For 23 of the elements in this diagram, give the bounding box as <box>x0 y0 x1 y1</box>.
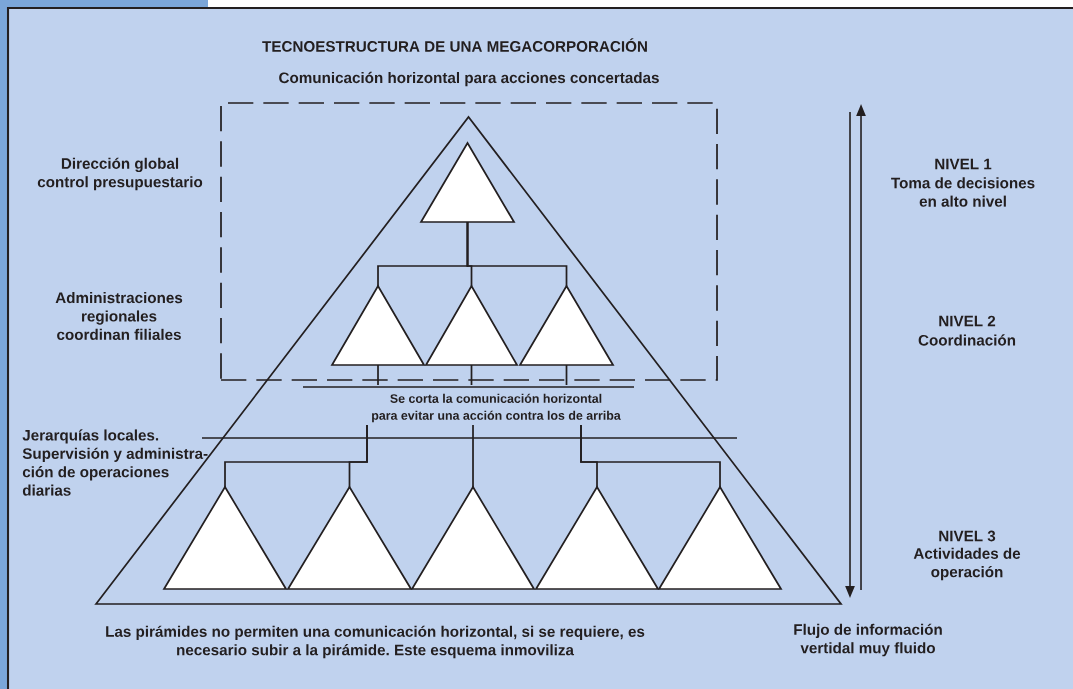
caption-text: Las pirámides no permiten una comunicación horizontal, si se requiere, es necesario subir a la pirámide. Este esquema inmoviliza <box>106 625 645 659</box>
note-text: Se corta la comunicación horizontal para evitar una acción contra los de arriba <box>372 393 621 423</box>
connector <box>470 364 473 386</box>
level-description: Actividades de operación <box>913 547 1021 581</box>
node-label: Comunicación horizontal para acciones concertadas <box>279 71 659 87</box>
flow-note: Flujo de información vertidal muy fluido <box>794 623 942 657</box>
level-heading: NIVEL 3 <box>939 530 996 542</box>
connector <box>377 364 379 386</box>
level-description: Toma de decisiones en alto nivel <box>891 177 1035 207</box>
connector <box>565 364 568 386</box>
side-label: Jerarquías locales. Supervisión y administra- ción de operaciones diarias <box>22 429 208 496</box>
level-heading: NIVEL 2 <box>939 315 996 327</box>
title-text: TECNOESTRUCTURA DE UNA MEGACORPORACIÓN <box>262 38 647 52</box>
side-label: Dirección global control presupuestario <box>37 157 203 191</box>
side-label: Administraciones regionales coordinan filiales <box>55 292 183 340</box>
connector <box>472 424 474 488</box>
bar-line <box>302 386 635 388</box>
level-description: Coordinación <box>918 334 1016 346</box>
connector <box>466 221 568 287</box>
connector <box>580 424 721 488</box>
dashed-box: Comunicación horizontal para acciones concertadas <box>220 71 718 381</box>
connector <box>348 424 368 488</box>
level-heading: NIVEL 1 <box>935 158 992 170</box>
